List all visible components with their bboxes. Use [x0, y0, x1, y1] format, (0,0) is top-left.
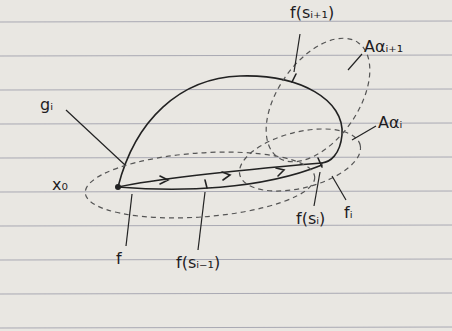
math-label: f(sᵢ₊₁): [290, 4, 334, 22]
open-set-i: [233, 118, 367, 202]
math-label: x₀: [52, 176, 68, 194]
ticks: [205, 74, 322, 188]
base-point: [115, 184, 121, 190]
math-label: Aαᵢ: [378, 114, 402, 132]
lower-curve: [118, 165, 322, 189]
open-set-left: [83, 145, 317, 225]
math-label: f: [116, 250, 122, 268]
math-label: f(sᵢ₋₁): [176, 254, 220, 272]
leader-lines: [66, 34, 376, 250]
math-label: Aαᵢ₊₁: [364, 38, 403, 56]
arrow-marks: [160, 168, 284, 184]
math-label: gᵢ: [40, 96, 53, 114]
math-label: fᵢ: [344, 204, 353, 222]
ruled-lines: [0, 21, 452, 328]
math-label: f(sᵢ): [296, 210, 325, 228]
